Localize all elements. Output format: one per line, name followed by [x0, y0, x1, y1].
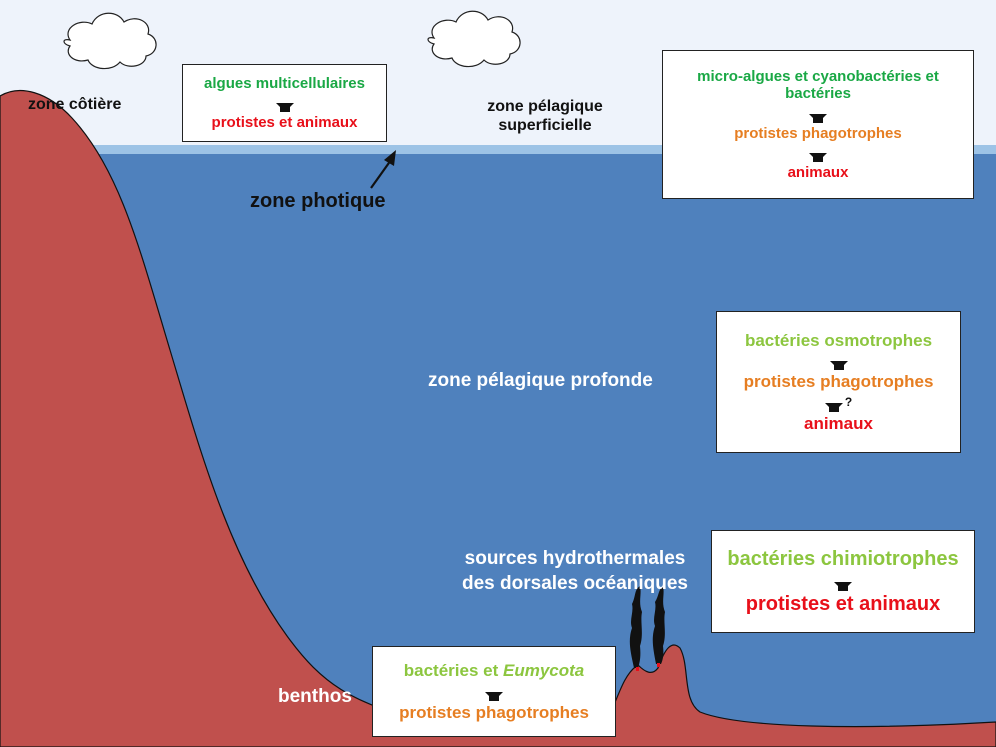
- deep-food-chain-box: bactéries osmotrophes protistes phagotro…: [716, 311, 961, 453]
- down-arrow-icon: [824, 402, 843, 412]
- black-smoker-icon: [629, 586, 665, 671]
- pointer-arrow-icon: [370, 150, 396, 189]
- hydrothermal-consumer: protistes et animaux: [745, 592, 941, 615]
- surface-pelagic-label: zone pélagique superficielle: [470, 97, 620, 135]
- uncertain-mark: ?: [844, 394, 853, 409]
- down-arrow-icon: [809, 152, 827, 162]
- benthos-consumer: protistes phagotrophes: [399, 702, 589, 722]
- deep-pelagic-label: zone pélagique profonde: [428, 370, 653, 391]
- down-arrow-icon: [275, 103, 294, 112]
- benthos-producer-italic: Eumycota: [502, 660, 585, 680]
- coastal-food-chain-box: algues multicellulaires protistes et ani…: [182, 64, 387, 142]
- hydrothermal-label-line1: sources hydrothermales: [464, 548, 686, 569]
- benthos-producer-prefix: bactéries et: [403, 660, 503, 680]
- deep-middle: protistes phagotrophes: [743, 372, 934, 392]
- surface-food-chain-box: micro-algues et cyanobactéries et bactér…: [662, 50, 974, 199]
- coastal-consumer: protistes et animaux: [211, 114, 358, 131]
- down-arrow-icon: [809, 113, 827, 123]
- hydrothermal-food-chain-box: bactéries chimiotrophes protistes et ani…: [711, 530, 975, 633]
- benthos-label: benthos: [278, 686, 352, 707]
- deep-producer: bactéries osmotrophes: [744, 330, 933, 350]
- cloud-icon: [427, 10, 521, 68]
- down-arrow-icon: [485, 691, 503, 701]
- coastal-producer: algues multicellulaires: [204, 74, 365, 92]
- surface-pelagic-label-line1: zone pélagique: [487, 98, 603, 115]
- surface-producer-line1: micro-algues et cyanobactéries et: [697, 68, 939, 85]
- surface-pelagic-label-line2: superficielle: [498, 117, 592, 135]
- hydrothermal-label: sources hydrothermales des dorsales océa…: [440, 547, 710, 596]
- cloud-icon: [63, 12, 157, 70]
- down-arrow-icon: [834, 581, 852, 591]
- surface-producer-line2: bactéries: [785, 85, 851, 103]
- deep-consumer: animaux: [804, 413, 873, 433]
- hydrothermal-producer: bactéries chimiotrophes: [727, 547, 959, 570]
- surface-consumer: animaux: [787, 163, 849, 181]
- hydrothermal-label-line2: des dorsales océaniques: [462, 572, 688, 594]
- surface-middle: protistes phagotrophes: [734, 124, 902, 142]
- photic-zone-label: zone photique: [250, 190, 386, 212]
- benthos-food-chain-box: bactéries et Eumycota protistes phagotro…: [372, 646, 616, 737]
- deep-uncertain-link: ?: [824, 392, 853, 414]
- coastal-zone-label: zone côtière: [28, 96, 122, 113]
- down-arrow-icon: [829, 361, 848, 371]
- photic-surface-band: [60, 145, 996, 154]
- benthos-producer: bactéries et Eumycota: [404, 661, 584, 681]
